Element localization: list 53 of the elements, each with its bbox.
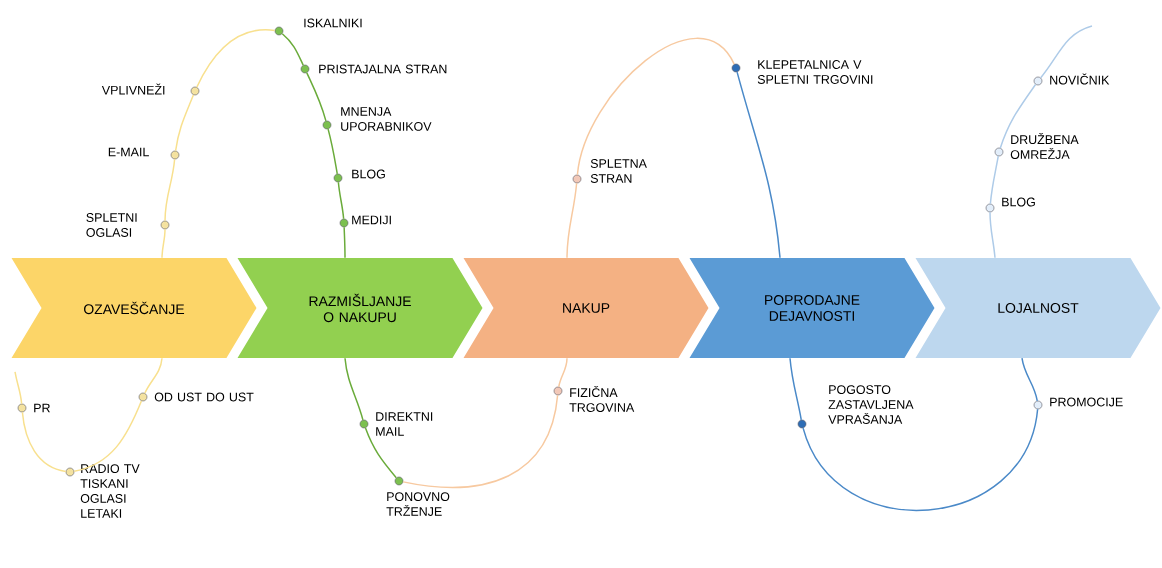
stage-box: OZAVEŠČANJE: [11, 258, 257, 358]
channel-label: SPLETNA STRAN: [590, 159, 647, 183]
wave-line: [736, 71, 781, 259]
wave-line: [337, 181, 345, 220]
stage-box: POPRODAJNE DEJAVNOSTI: [689, 258, 935, 358]
channel-label: FIZIČNA TRGOVINA: [569, 386, 635, 412]
wave-line: [344, 357, 364, 421]
wave-line: [576, 37, 735, 176]
wave-line: [566, 182, 578, 259]
wave-line: [196, 29, 276, 88]
wave-line: [14, 371, 23, 405]
wave-line: [989, 155, 999, 205]
wave-line: [161, 228, 166, 259]
wave-line: [174, 94, 195, 152]
channel-label: PR: [34, 403, 50, 413]
channel-label: DRUŽBENA OMREŽJA: [1010, 133, 1079, 159]
channel-label: PRISTAJALNA STRAN: [319, 64, 447, 74]
wave-line: [789, 357, 802, 421]
wave-line: [402, 394, 559, 488]
channel-label: MNENJA UPORABNIKOV: [341, 107, 432, 131]
channel-label: BLOG: [352, 169, 385, 179]
wave-line: [802, 408, 1039, 511]
channel-label: BLOG: [1002, 197, 1035, 207]
channel-label: VPLIVNEŽI: [101, 83, 165, 95]
wave-line: [343, 226, 346, 259]
channel-label: PONOVNO TRŽENJE: [386, 492, 450, 516]
wave-line: [1021, 357, 1038, 402]
wave-line: [164, 158, 176, 222]
wave-line: [21, 411, 67, 473]
channel-label: POGOSTO ZASTAVLJENA VPRAŠANJA: [828, 385, 914, 424]
wave-line: [73, 400, 143, 472]
wave-line: [281, 33, 304, 66]
stage-box: RAZMIŠLJANJE O NAKUPU: [237, 258, 483, 358]
wave-line: [144, 357, 163, 394]
channel-label: NOVIČNIK: [1050, 73, 1110, 85]
stage-box: NAKUP: [463, 258, 709, 358]
wave-line: [989, 211, 996, 259]
channel-label: PROMOCIJE: [1050, 397, 1123, 407]
stage-box: LOJALNOST: [915, 258, 1161, 358]
wave-line: [1040, 25, 1093, 79]
wave-line: [999, 83, 1037, 149]
channel-label: E-MAIL: [108, 147, 149, 157]
channel-label: ISKALNIKI: [304, 18, 362, 28]
wave-line: [327, 128, 338, 175]
channel-label: OD UST DO UST: [154, 392, 254, 402]
channel-label: KLEPETALNICA V SPLETNI TRGOVINI: [757, 60, 873, 84]
wave-line: [306, 72, 327, 122]
channel-label: MEDIJI: [352, 215, 391, 225]
wave-line: [364, 427, 397, 479]
channel-label: RADIO TV TISKANI OGLASI LETAKI: [80, 464, 140, 518]
wave-line: [558, 357, 568, 388]
channel-label: SPLETNI OGLASI: [86, 213, 137, 237]
channel-label: DIREKTNI MAIL: [376, 412, 433, 436]
